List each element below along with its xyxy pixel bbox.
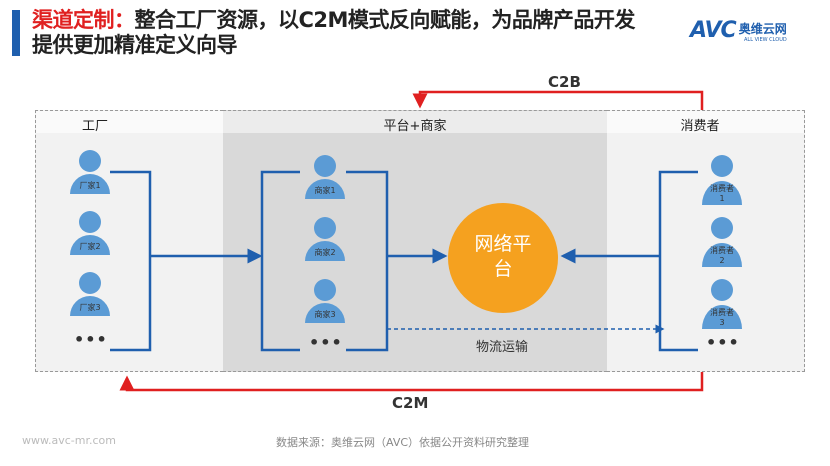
merchant-left-bracket	[260, 170, 300, 352]
factory-person-1	[70, 150, 110, 194]
merchant-ellipsis: •••	[309, 333, 343, 352]
logistics-label: 物流运输	[476, 340, 529, 355]
title-line2: 提供更加精准定义向导	[32, 33, 237, 57]
factory-column	[35, 110, 223, 372]
merchant-label-2: 商家2	[314, 248, 336, 257]
platform-header-band	[223, 111, 607, 133]
page-title: 渠道定制：整合工厂资源，以C2M模式反向赋能，为品牌产品开发 提供更加精准定义向…	[32, 8, 635, 58]
consumer-person-3	[702, 279, 742, 329]
merchant-label-3: 商家3	[314, 310, 336, 319]
logo-en: ALL VIEW CLOUD	[744, 37, 787, 43]
consumer-bracket	[658, 170, 698, 352]
consumer-person-2	[702, 217, 742, 267]
network-platform-circle	[448, 203, 558, 313]
merchant-right-bracket	[346, 170, 389, 352]
merchant-person-2	[305, 217, 345, 261]
title-highlight: 渠道定制：	[32, 8, 135, 32]
merchant-person-3	[305, 279, 345, 323]
factory-label-1: 厂家1	[79, 181, 101, 190]
consumer-header-band	[607, 111, 804, 133]
consumer-ellipsis: •••	[706, 333, 740, 352]
factory-person-2	[70, 211, 110, 255]
network-platform-line2: 台	[493, 258, 513, 280]
c2m-label: C2M	[392, 394, 429, 412]
consumer-person-1	[702, 155, 742, 205]
logo-cn: 奥维云网	[738, 22, 787, 36]
c2b-arrow	[412, 90, 704, 110]
footer-url: www.avc-mr.com	[22, 434, 116, 447]
factory-ellipsis: •••	[74, 330, 108, 349]
title-line1: 整合工厂资源，以C2M模式反向赋能，为品牌产品开发	[134, 8, 636, 32]
title-accent-bar	[12, 10, 20, 56]
factory-bracket	[110, 170, 152, 352]
network-platform-label: 网络平 台	[448, 232, 558, 282]
platform-header: 平台+商家	[383, 119, 447, 134]
factory-label-3: 厂家3	[79, 303, 101, 312]
factory-header-band	[36, 111, 223, 133]
consumer-label-2: 消费者 2	[710, 246, 734, 265]
merchant-person-1	[305, 155, 345, 199]
consumer-header: 消费者	[680, 119, 720, 134]
network-platform-line1: 网络平	[474, 233, 532, 255]
factory-header: 工厂	[81, 119, 108, 134]
footer-source: 数据来源：奥维云网（AVC）依据公开资料研究整理	[276, 436, 530, 449]
merchant-label-1: 商家1	[314, 186, 336, 195]
consumer-label-1: 消费者 1	[710, 184, 734, 203]
c2m-arrow	[119, 372, 704, 392]
factory-label-2: 厂家2	[79, 242, 101, 251]
consumer-label-3: 消费者 3	[710, 308, 734, 327]
logo-mark: AVC	[690, 18, 737, 43]
c2b-label: C2B	[548, 73, 581, 91]
factory-person-3	[70, 272, 110, 316]
